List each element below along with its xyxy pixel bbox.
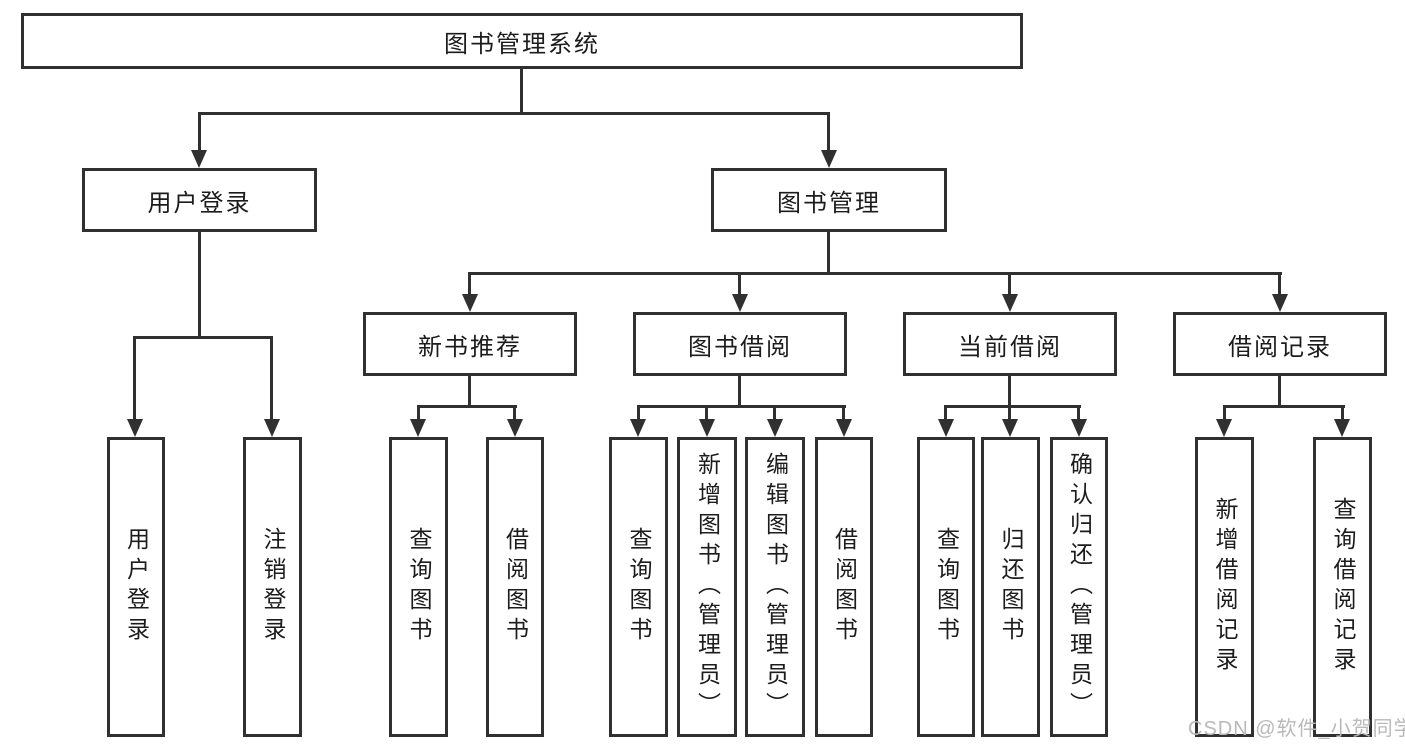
node-new-book-recommend: 新书推荐	[363, 312, 577, 376]
arrowhead-down-icon	[836, 419, 852, 437]
node-add-books-admin: 新增图书（管理员）	[677, 437, 737, 737]
connector-to-user-login	[133, 336, 136, 421]
node-user-login-group: 用户登录	[82, 168, 317, 232]
connector-records-stem	[1278, 376, 1281, 407]
arrowhead-down-icon	[507, 419, 523, 437]
arrowhead-down-icon	[127, 419, 143, 437]
connector-borrowing-stem	[738, 376, 741, 407]
arrowhead-down-icon	[699, 419, 715, 437]
arrowhead-down-icon	[1002, 294, 1018, 312]
arrowhead-down-icon	[1272, 294, 1288, 312]
node-add-borrow-record: 新增借阅记录	[1195, 437, 1254, 737]
connector-to-new-book-recommend	[468, 272, 471, 296]
connector-book-mgmt-hline	[468, 272, 1282, 275]
connector-user-login-hline	[133, 336, 273, 339]
node-logout: 注销登录	[243, 437, 302, 737]
node-recommend-query-books: 查询图书	[389, 437, 448, 737]
connector-to-recommend-query	[417, 405, 420, 421]
node-book-borrowing: 图书借阅	[633, 312, 847, 376]
node-query-borrow-record: 查询借阅记录	[1313, 437, 1372, 737]
connector-borrowing-hline	[637, 405, 846, 408]
connector-to-user-login-group	[198, 112, 201, 152]
connector-to-logout	[270, 336, 273, 421]
arrowhead-down-icon	[462, 294, 478, 312]
node-borrowing-borrow-books: 借阅图书	[815, 437, 873, 737]
connector-root-hline	[198, 112, 830, 115]
node-borrowing-query-books: 查询图书	[609, 437, 668, 737]
connector-to-recommend-borrow	[513, 405, 516, 421]
arrowhead-down-icon	[410, 419, 426, 437]
arrowhead-down-icon	[767, 419, 783, 437]
connector-to-edit-books	[773, 405, 776, 421]
connector-current-hline	[944, 405, 1081, 408]
connector-to-query-record	[1341, 405, 1344, 421]
connector-to-borrowing-query	[637, 405, 640, 421]
connector-to-current-query	[944, 405, 947, 421]
connector-root-stem	[520, 69, 523, 115]
connector-records-hline	[1223, 405, 1345, 408]
connector-book-mgmt-stem	[827, 232, 830, 275]
connector-to-add-books	[705, 405, 708, 421]
node-current-borrowing: 当前借阅	[903, 312, 1117, 376]
connector-to-add-record	[1223, 405, 1226, 421]
node-current-query-books: 查询图书	[917, 437, 975, 737]
arrowhead-down-icon	[191, 150, 207, 168]
connector-to-borrowing-borrow	[842, 405, 845, 421]
arrowhead-down-icon	[821, 150, 837, 168]
arrowhead-down-icon	[630, 419, 646, 437]
node-return-books: 归还图书	[981, 437, 1040, 737]
connector-current-stem	[1008, 376, 1011, 407]
arrowhead-down-icon	[1071, 419, 1087, 437]
connector-to-book-borrowing	[738, 272, 741, 296]
connector-to-return-books	[1008, 405, 1011, 421]
node-user-login: 用户登录	[107, 437, 165, 737]
connector-recommend-stem	[468, 376, 471, 407]
arrowhead-down-icon	[938, 419, 954, 437]
node-recommend-borrow-books: 借阅图书	[486, 437, 544, 737]
node-borrowing-records: 借阅记录	[1173, 312, 1387, 376]
arrowhead-down-icon	[732, 294, 748, 312]
connector-to-confirm-return	[1077, 405, 1080, 421]
node-library-system: 图书管理系统	[21, 13, 1023, 69]
node-confirm-return-admin: 确认归还（管理员）	[1050, 437, 1108, 737]
arrowhead-down-icon	[1002, 419, 1018, 437]
arrowhead-down-icon	[1216, 419, 1232, 437]
arrowhead-down-icon	[264, 419, 280, 437]
node-edit-books-admin: 编辑图书（管理员）	[745, 437, 805, 737]
connector-user-login-stem	[198, 232, 201, 338]
arrowhead-down-icon	[1334, 419, 1350, 437]
connector-to-borrowing-records	[1278, 272, 1281, 296]
node-book-management: 图书管理	[711, 168, 947, 232]
connector-to-current-borrowing	[1008, 272, 1011, 296]
connector-to-book-management	[827, 112, 830, 152]
watermark: CSDN @软件_小贺同学	[1188, 718, 1405, 740]
connector-recommend-hline	[417, 405, 517, 408]
